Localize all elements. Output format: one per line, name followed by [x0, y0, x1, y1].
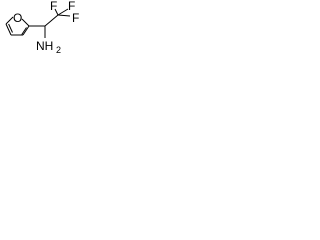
bond-c4-c5-inner: [8, 23, 13, 33]
bond-o-c2: [21, 18, 30, 27]
bond-c2-c3-inner: [21, 27, 27, 35]
fluorine-right-label: F: [72, 11, 79, 25]
fluorine-top-left-label: F: [50, 0, 57, 13]
bond-c-f2: [57, 8, 69, 16]
structure-diagram: O F F F NH 2: [5, 0, 79, 55]
side-chain: [29, 8, 71, 38]
bond-c4-c5: [5, 23, 12, 36]
ring-oxygen-label: O: [13, 11, 22, 25]
structure-canvas: O F F F NH 2: [0, 0, 93, 67]
bond-ch-cf3: [44, 14, 59, 27]
fluorine-top-right-label: F: [68, 0, 75, 13]
furan-ring: [5, 16, 30, 36]
bond-c2-c3: [22, 25, 30, 36]
amine-subscript: 2: [56, 45, 61, 55]
amine-label: NH: [36, 39, 53, 53]
bond-c-f1: [54, 8, 59, 16]
bond-c5-o: [5, 16, 14, 25]
bond-c-f3: [57, 14, 71, 17]
